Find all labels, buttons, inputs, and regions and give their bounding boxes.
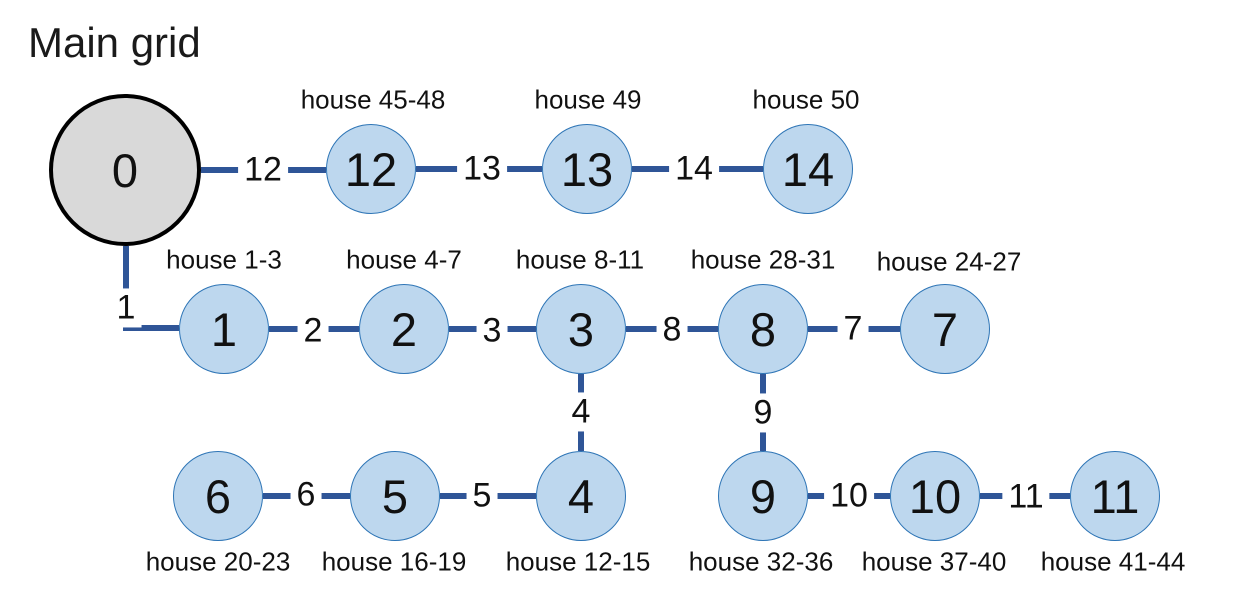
house-range-label-node-9: house 32-36 [688,546,834,577]
diagram-title: Main grid [28,19,201,66]
edge-label-14: 14 [669,149,719,189]
house-range-label-node-1: house 1-3 [166,244,282,275]
node-number-0: 0 [111,143,139,197]
house-range-label-node-4: house 12-15 [505,546,651,577]
node-number-6: 6 [204,469,232,523]
house-range-label-node-10: house 37-40 [861,546,1007,577]
node-number-10: 10 [908,469,962,523]
house-node-1: 1 [179,284,269,374]
house-node-4: 4 [536,451,626,541]
house-node-8: 8 [718,284,808,374]
node-number-14: 14 [781,142,835,196]
house-range-label-node-3: house 8-11 [515,244,645,275]
house-node-13: 13 [542,124,632,214]
house-node-14: 14 [763,124,853,214]
main-grid-node-0: 0 [49,94,201,246]
node-number-1: 1 [210,302,238,356]
node-number-7: 7 [931,302,959,356]
node-number-3: 3 [567,302,595,356]
house-node-11: 11 [1070,451,1160,541]
edge-label-4: 4 [565,392,597,432]
edge-label-10: 10 [824,476,874,516]
edge-label-9: 9 [747,393,779,433]
edge-label-5: 5 [466,476,498,516]
house-node-6: 6 [173,451,263,541]
edge-label-11: 11 [1002,477,1050,517]
house-node-12: 12 [326,124,416,214]
house-node-5: 5 [350,451,440,541]
house-range-label-node-12: house 45-48 [300,84,446,115]
node-number-9: 9 [749,469,777,523]
edge-label-6: 6 [290,475,322,515]
node-number-5: 5 [381,469,409,523]
house-node-3: 3 [536,284,626,374]
node-number-13: 13 [560,142,614,196]
house-range-label-node-2: house 4-7 [346,244,462,275]
node-number-11: 11 [1090,469,1140,523]
edge-label-2: 2 [297,311,329,351]
house-range-label-node-6: house 20-23 [145,546,291,577]
edge-label-7: 7 [837,309,869,349]
edge-label-13: 13 [457,149,507,189]
house-node-2: 2 [359,284,449,374]
house-range-label-node-7: house 24-27 [876,246,1022,277]
house-range-label-node-11: house 41-44 [1040,546,1186,577]
house-node-10: 10 [890,451,980,541]
edge-label-1: 1 [110,288,142,328]
edge-label-8: 8 [656,310,688,350]
house-range-label-node-14: house 50 [752,84,860,115]
house-node-9: 9 [718,451,808,541]
house-range-label-node-13: house 49 [534,84,642,115]
edge-label-3: 3 [476,311,508,351]
house-node-7: 7 [900,284,990,374]
node-number-12: 12 [344,142,398,196]
edge-label-12: 12 [238,150,288,190]
edge-1-line [123,325,179,331]
node-number-4: 4 [567,469,595,523]
node-number-2: 2 [390,302,418,356]
house-range-label-node-5: house 16-19 [321,546,467,577]
node-number-8: 8 [749,302,777,356]
house-range-label-node-8: house 28-31 [690,244,836,275]
